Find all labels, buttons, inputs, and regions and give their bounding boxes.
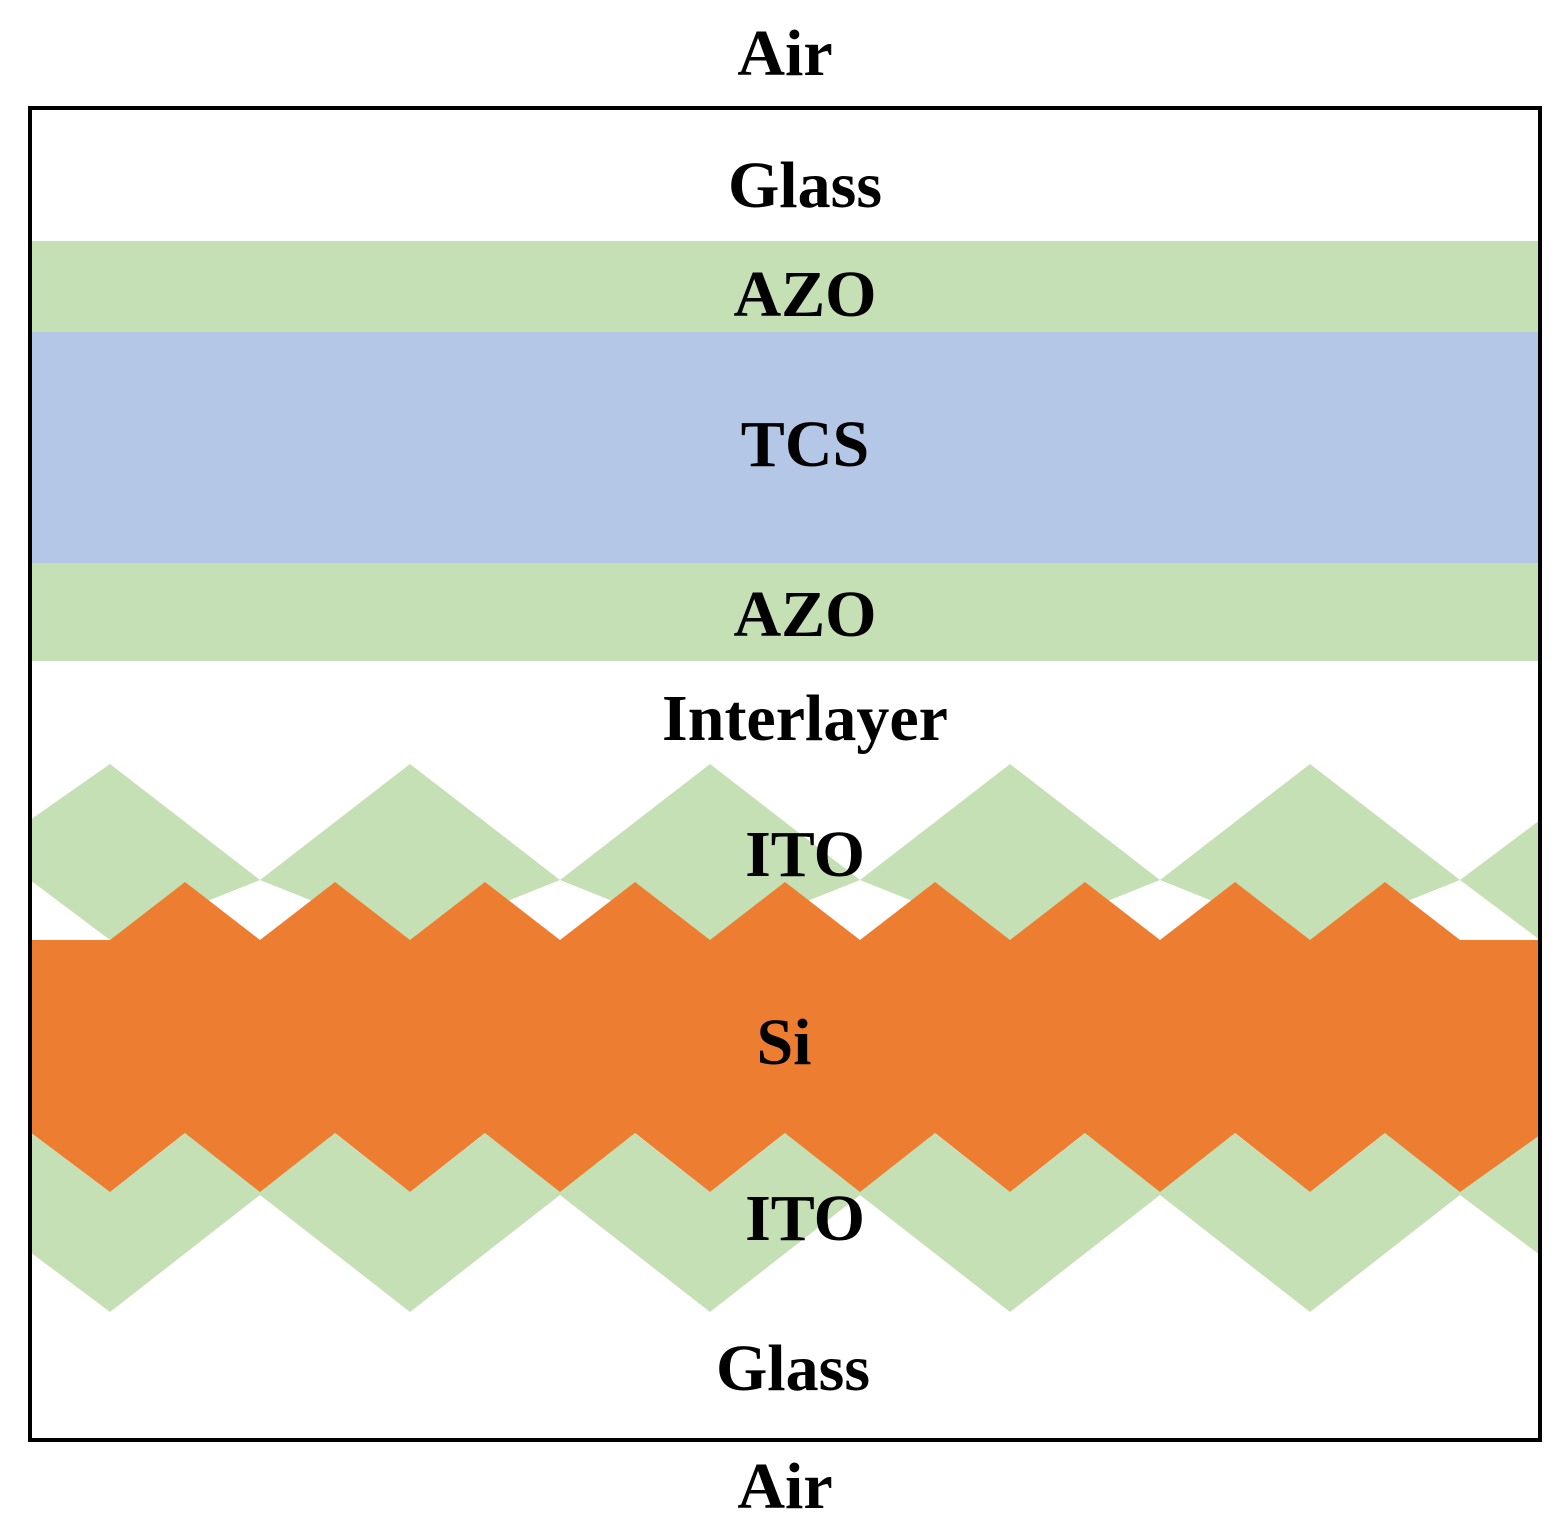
ito-top-label: ITO: [745, 818, 865, 891]
azo-bottom-layer: [30, 563, 1540, 661]
glass-bottom-label: Glass: [716, 1332, 870, 1405]
si-layer: [30, 882, 1540, 1192]
tcs-layer: [30, 332, 1540, 563]
glass-top-layer: [30, 108, 1540, 241]
stack-frame: [28, 106, 1542, 1442]
azo-top-layer: [30, 241, 1540, 332]
tcs-label: TCS: [741, 408, 869, 481]
glass-top-label: Glass: [728, 149, 882, 222]
air-bottom-label: Air: [737, 1450, 832, 1523]
azo-bottom-label: AZO: [733, 578, 876, 651]
air-top-label: Air: [737, 17, 832, 90]
si-label: Si: [756, 1006, 811, 1079]
ito-bottom-label: ITO: [745, 1182, 865, 1255]
interlayer-label: Interlayer: [662, 682, 948, 755]
azo-top-label: AZO: [733, 258, 876, 331]
ito-top-layer: [30, 764, 1540, 940]
